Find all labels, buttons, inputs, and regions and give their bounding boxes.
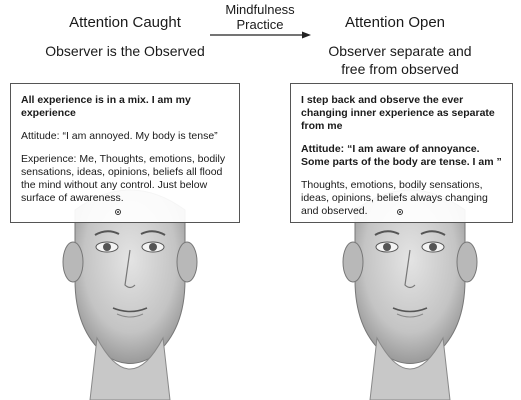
right-heading: Attention Open: [344, 14, 446, 31]
right-box-experience: Thoughts, emotions, bodily sensations, i…: [301, 179, 488, 217]
right-target-dot-icon: [397, 209, 403, 215]
right-subheading: Observer separate and free from observed: [328, 43, 472, 77]
left-box-experience: Experience: Me, Thoughts, emotions, bodi…: [21, 153, 226, 204]
left-box-statement: All experience is in a mix. I am my expe…: [21, 94, 191, 119]
right-box-attitude: Attitude: “I am aware of annoyance. Some…: [301, 143, 502, 168]
right-arrow-icon: [210, 31, 311, 39]
left-heading: Attention Caught: [69, 14, 181, 31]
center-heading: Mindfulness Practice: [225, 2, 295, 32]
left-text-box: All experience is in a mix. I am my expe…: [10, 83, 240, 223]
right-face-illustration: [342, 189, 478, 400]
left-target-dot-icon: [115, 209, 121, 215]
right-text-box: I step back and observe the ever changin…: [290, 83, 513, 223]
left-face-illustration: [62, 189, 198, 400]
right-box-statement: I step back and observe the ever changin…: [301, 94, 495, 132]
left-subheading: Observer is the Observed: [45, 43, 205, 59]
left-box-attitude: Attitude: “I am annoyed. My body is tens…: [21, 130, 218, 142]
